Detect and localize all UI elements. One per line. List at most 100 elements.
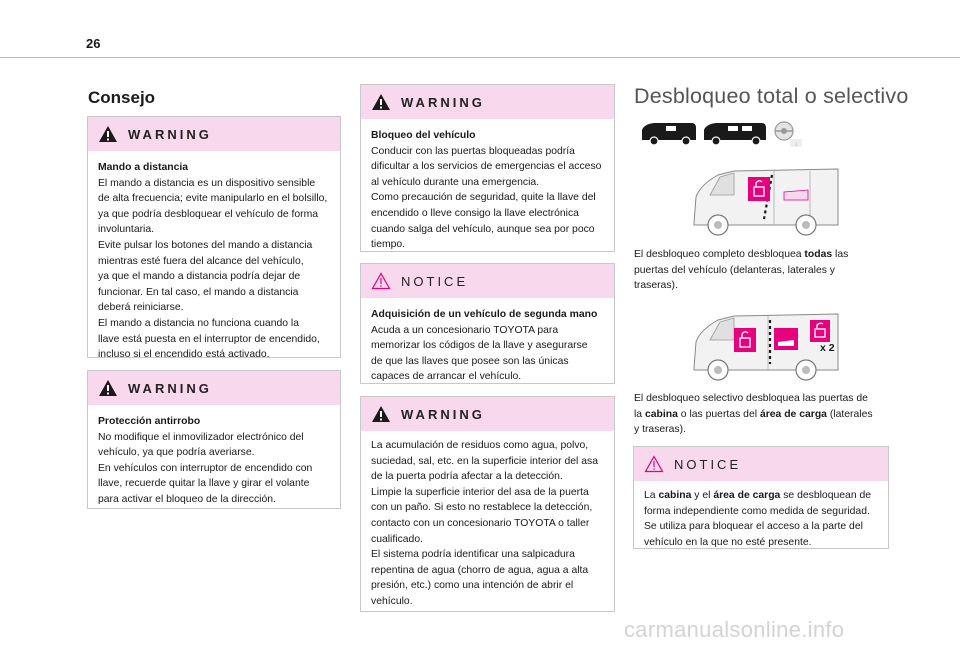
notice-box-independent: NOTICE La cabina y el área de carga se d… xyxy=(633,446,889,549)
text-line: Evite pulsar los botones del mando a dis… xyxy=(98,239,313,251)
warning-label: WARNING xyxy=(128,380,212,396)
text-line: tiempo. xyxy=(371,239,406,251)
text-run: o las puertas del xyxy=(677,408,760,420)
notice-label: NOTICE xyxy=(401,273,469,289)
text-line: repentina de agua (chorro de agua, agua … xyxy=(371,564,589,576)
notice-box-second-hand: NOTICE Adquisición de un vehículo de seg… xyxy=(360,263,615,384)
warning-box-antitheft: WARNING Protección antirrobo No modifiqu… xyxy=(87,370,341,509)
warning-header: WARNING xyxy=(361,85,614,119)
text-line: y traseras). xyxy=(634,424,686,436)
text-line: cualificado. xyxy=(371,533,423,545)
text-line: de la puerta podría afectar a la detecci… xyxy=(371,471,563,483)
emphasis-todas: todas xyxy=(804,249,833,260)
warning-label: WARNING xyxy=(401,406,485,422)
section-title: Desbloqueo total o selectivo xyxy=(634,84,909,108)
text-line: traseras). xyxy=(634,280,678,292)
emphasis-area-carga: área de carga xyxy=(759,408,827,420)
text-line: de alta frecuencia; evite manipularlo en… xyxy=(98,193,328,205)
warning-header: WARNING xyxy=(88,117,340,151)
text-line: ya que podría desbloquear el vehículo de… xyxy=(98,208,319,220)
warning-header: WARNING xyxy=(88,371,340,405)
text-line: La acumulación de residuos como agua, po… xyxy=(371,440,589,451)
press-twice-badge: x 2 xyxy=(820,342,835,354)
text-line: memorizar los códigos de la llave y aseg… xyxy=(371,340,588,352)
text-line: funcionar. En tal caso, el mando a dista… xyxy=(98,286,299,298)
text-line: Se utiliza para bloquear el acceso a la … xyxy=(644,521,863,533)
selective-unlock-description: El desbloqueo selectivo desbloquea las p… xyxy=(634,391,884,438)
text-line: El sistema podría identificar una salpic… xyxy=(371,549,575,561)
van-short-icon xyxy=(642,123,696,146)
text-line: Conducir con las puertas bloqueadas podr… xyxy=(371,145,575,157)
text-line: puertas del vehículo (delanteras, latera… xyxy=(634,264,835,276)
notice-triangle-icon xyxy=(371,272,391,290)
svg-text:↓: ↓ xyxy=(795,142,798,148)
watermark: carmanualsonline.info xyxy=(624,617,845,642)
text-line: En vehículos con interruptor de encendid… xyxy=(98,462,313,474)
text-line: de que las llaves que posee son las únic… xyxy=(371,355,569,367)
text-line: No modifique el inmovilizador electrónic… xyxy=(98,431,304,443)
box-title: Bloqueo del vehículo xyxy=(371,130,476,141)
text-line: Acuda a un concesionario TOYOTA para xyxy=(371,324,559,336)
text-line: mientras esté fuera del alcance del vehí… xyxy=(98,255,304,267)
consejo-heading: Consejo xyxy=(88,88,156,107)
notice-triangle-icon xyxy=(644,455,664,473)
text-run: se desbloquean de xyxy=(780,490,872,501)
vehicle-unlock-all-illustration xyxy=(693,168,839,236)
top-divider xyxy=(0,57,960,58)
page-number: 26 xyxy=(86,36,101,51)
text-line: para activar el bloqueo de la dirección. xyxy=(98,493,276,505)
warning-triangle-icon xyxy=(99,380,117,396)
text-line: deberá reiniciarse. xyxy=(98,302,184,314)
text-line: involuntaria. xyxy=(98,224,155,236)
text-line: Limpie la superficie interior del asa de… xyxy=(371,486,589,498)
text-run: las xyxy=(832,249,849,260)
text-line: El mando a distancia es un dispositivo s… xyxy=(98,177,316,189)
text-line: presión, etc.) como una intención de abr… xyxy=(371,580,574,592)
emphasis-cabina: cabina xyxy=(658,490,692,501)
text-run: y el xyxy=(691,490,714,501)
warning-triangle-icon xyxy=(372,94,390,110)
text-line: vehículo en la que no esté presente. xyxy=(644,536,812,548)
box-title: Mando a distancia xyxy=(98,162,189,173)
text-line: vehículo, ya que podría averiarse. xyxy=(98,447,255,459)
text-line: vehículo. xyxy=(371,595,413,607)
box-title: Protección antirrobo xyxy=(98,416,201,427)
notice-label: NOTICE xyxy=(674,456,742,472)
text-line: suciedad, sal, etc. en la superficie int… xyxy=(371,455,598,467)
warning-label: WARNING xyxy=(401,94,485,110)
text-run: La xyxy=(644,490,659,501)
warning-label: WARNING xyxy=(128,126,212,142)
vehicle-variant-icons: ↓ xyxy=(642,121,802,148)
full-unlock-description: El desbloqueo completo desbloquea todas … xyxy=(634,247,884,294)
text-run: (laterales xyxy=(826,408,873,420)
text-line: al vehículo durante una emergencia. xyxy=(371,176,540,188)
text-line: contacto con un concesionario TOYOTA o t… xyxy=(371,517,590,529)
warning-header: WARNING xyxy=(361,397,614,431)
emphasis-area-carga: área de carga xyxy=(713,490,781,501)
vehicle-selective-unlock-illustration xyxy=(693,313,839,381)
text-line: El desbloqueo selectivo desbloquea las p… xyxy=(634,393,868,404)
box-title: Adquisición de un vehículo de segunda ma… xyxy=(371,309,598,320)
text-line: incluso si el encendido está activado. xyxy=(98,349,270,361)
text-line: llave, recuerde quitar la llave y girar … xyxy=(98,478,310,490)
warning-triangle-icon xyxy=(372,406,390,422)
warning-box-remote: WARNING Mando a distancia El mando a dis… xyxy=(87,116,341,360)
text-line: cuando salga del vehículo, aunque sea po… xyxy=(371,223,595,235)
warning-triangle-icon xyxy=(99,126,117,142)
warning-box-residue: WARNING La acumulación de residuos como … xyxy=(360,396,615,612)
text-line: dificultar a los servicios de emergencia… xyxy=(371,161,602,173)
warning-box-locking: WARNING Bloqueo del vehículo Conducir co… xyxy=(360,84,615,252)
text-line: llave está puesta en el interruptor de e… xyxy=(98,333,320,345)
van-long-icon xyxy=(704,123,766,146)
text-run: El desbloqueo completo desbloquea xyxy=(634,249,805,260)
text-run: la xyxy=(634,408,645,420)
text-line: El mando a distancia no funciona cuando … xyxy=(98,317,300,329)
text-line: con un paño. Si esto no restablece la de… xyxy=(371,502,593,514)
steering-wheel-icon: ↓ xyxy=(774,121,802,148)
text-line: forma independiente como medida de segur… xyxy=(644,505,870,517)
text-line: capaces de arrancar el vehículo. xyxy=(371,371,522,383)
text-line: ya que el mando a distancia podría dejar… xyxy=(98,271,301,283)
emphasis-cabina: cabina xyxy=(644,408,678,420)
text-line: Como precaución de seguridad, quite la l… xyxy=(371,192,596,204)
text-line: encendido o lleve consigo la llave elect… xyxy=(371,207,579,219)
